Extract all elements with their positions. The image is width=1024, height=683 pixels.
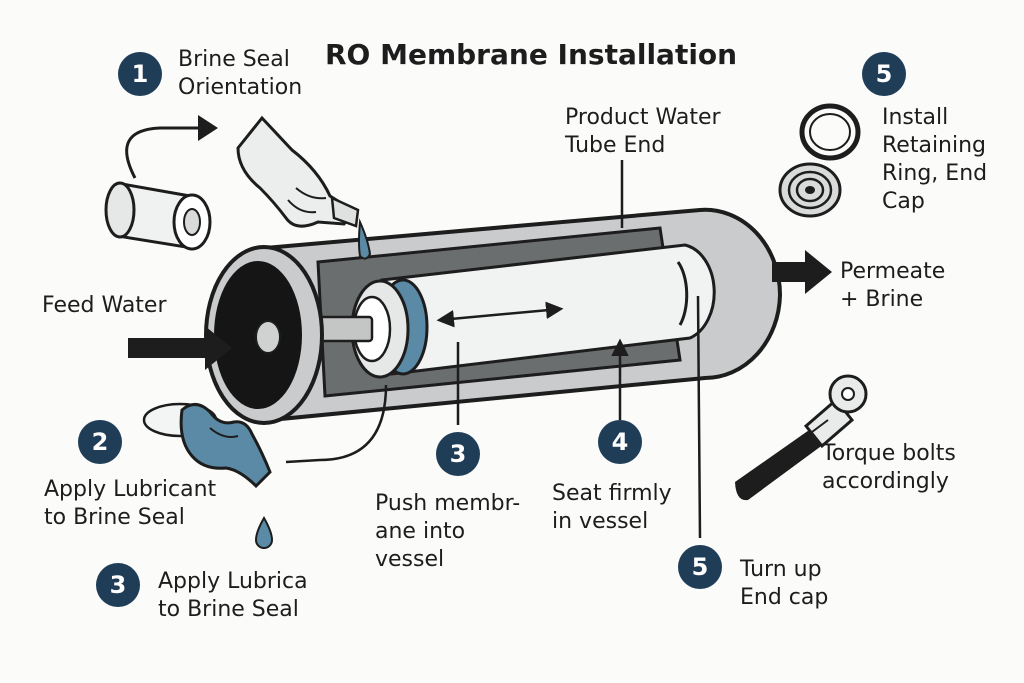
gloved-hand-icon [236,115,372,260]
pressure-vessel [204,207,783,425]
water-drop-icon [254,515,274,549]
step-badge-3-center: 3 [436,432,480,476]
orientation-curve-arrow [125,126,205,179]
step-badge-5-top: 5 [862,52,906,96]
brine-seal-roll-icon [104,181,212,251]
step-label-4: Seat firmly in vessel [552,481,672,534]
step-label-5-bottom: Turn up End cap [740,557,829,610]
end-cap-icon [778,162,842,218]
torque-bolts-label: Torque bolts accordingly [822,441,956,494]
step-badge-5-bottom: 5 [678,545,722,589]
step-badge-3-left: 3 [96,563,140,607]
leader-lines [285,160,702,539]
permeate-brine-label: Permeate + Brine [840,259,946,312]
permeate-arrow [772,250,832,294]
feed-water-label: Feed Water [42,293,167,318]
step-badge-1: 1 [118,52,162,96]
step-badge-2: 2 [78,420,122,464]
page-title: RO Membrane Installation [325,38,738,71]
feed-water-arrow [128,326,232,370]
wrench-icon [735,374,868,501]
step-label-5-top: Install Retaining Ring, End Cap [882,105,988,214]
step-badge-4: 4 [598,420,642,464]
step-label-3-center: Push membr- ane into vessel [375,491,521,572]
blue-glove-icon [142,402,272,489]
step-label-1: Brine Seal Orientation [178,47,303,100]
step-label-2: Apply Lubricant to Brine Seal [44,477,217,530]
product-water-label: Product Water Tube End [565,105,721,158]
step-label-3-left: Apply Lubrica to Brine Seal [158,569,308,622]
retaining-ring-icon [799,103,861,161]
